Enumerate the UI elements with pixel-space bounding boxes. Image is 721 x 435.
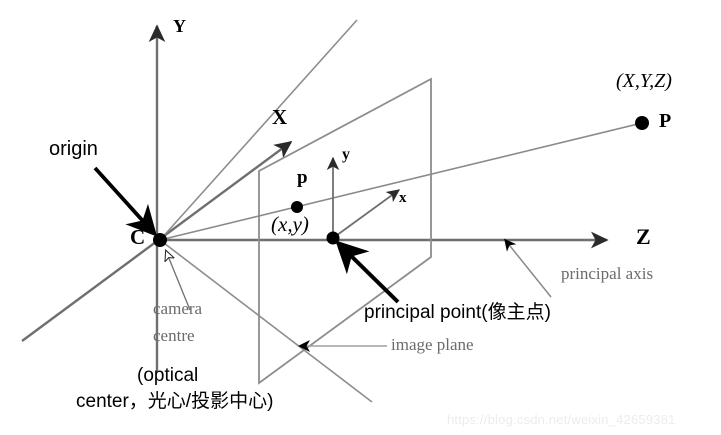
origin-callout-arrow (93, 166, 158, 237)
projection-ray (159, 122, 643, 241)
camera-centre-label: C (130, 225, 146, 249)
plane-top-guide-line (159, 19, 358, 241)
world-y-axis-label: Y (173, 16, 186, 36)
scene-point-label: P (659, 110, 672, 132)
image-point-dot (291, 201, 303, 213)
camera-centre-callout-arrow (166, 251, 191, 311)
image-y-axis-label: y (342, 146, 350, 163)
principal-axis-callout-label: principal axis (561, 264, 654, 283)
origin-label: origin (49, 138, 98, 160)
image-plane-callout-label: image plane (391, 335, 474, 354)
scene-point-dot (635, 116, 649, 130)
image-plane-quad (258, 77, 432, 385)
image-x-axis-label: x (399, 190, 407, 206)
world-x-axis-label: X (272, 105, 288, 129)
principal-point-callout-label: principal point(像主点) (364, 302, 551, 323)
camera-centre-dot (153, 233, 167, 247)
scene-coords-label: (X,Y,Z) (616, 70, 672, 92)
world-z-axis-label: Z (636, 224, 651, 249)
plane-bottom-guide-line (159, 239, 373, 403)
optical-center-line2: center，光心/投影中心) (76, 391, 274, 412)
principal-axis-callout-arrow (504, 238, 552, 298)
image-coords-label: (x,y) (271, 212, 309, 236)
principal-point-callout-arrow (335, 240, 400, 304)
principal-point-dot (326, 231, 340, 245)
image-x-axis (332, 189, 400, 239)
optical-center-line1: (optical (137, 365, 199, 386)
watermark-text: https://blog.csdn.net/weixin_42659381 (447, 412, 676, 427)
image-point-label: p (297, 167, 308, 188)
camera-centre-callout-line1: camera (153, 299, 203, 318)
camera-centre-callout-line2: centre (153, 326, 195, 345)
